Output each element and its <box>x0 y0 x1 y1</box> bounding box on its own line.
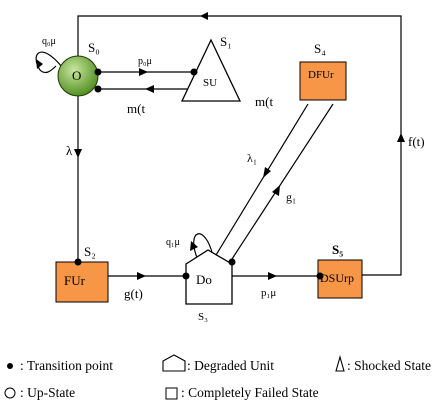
state-s0-id: S₀ <box>88 40 100 55</box>
label-m-t-upper: m(t <box>255 94 273 109</box>
label-m-t-lower: m(t <box>127 101 145 116</box>
label-g-t: g(t) <box>124 286 143 301</box>
loop-line-f <box>77 15 402 276</box>
label-q1mu: q₁μ <box>166 237 180 248</box>
legend-shocked-state-label: : Shocked State <box>347 358 431 373</box>
legend-degraded-unit-icon <box>162 354 186 372</box>
label-lambda1: λ₁ <box>247 151 257 165</box>
transition-point <box>74 258 82 266</box>
state-s2-failed-box <box>55 261 109 303</box>
transition-point <box>190 68 198 76</box>
legend-degraded-unit-label: : Degraded Unit <box>187 358 274 373</box>
arrow-q0mu <box>36 59 43 69</box>
arrow-m-t <box>145 85 154 93</box>
arrow-f <box>397 133 405 142</box>
state-s0-label: O <box>72 68 81 83</box>
state-s3-id: S₃ <box>198 311 208 323</box>
transition-point <box>228 258 236 266</box>
state-s1-label: SU <box>203 77 217 89</box>
legend-up-state-label: : Up-State <box>20 385 76 400</box>
arrow-g-t <box>137 272 146 280</box>
state-s4-failed-box <box>299 61 347 101</box>
state-s1-id: S₁ <box>220 34 232 49</box>
state-s0-up-circle <box>57 55 99 97</box>
transition-point <box>316 272 324 280</box>
transition-point <box>182 272 190 280</box>
label-p1mu: p₁μ <box>261 287 276 299</box>
label-q0mu: q₀μ <box>42 36 56 47</box>
self-loop-q1mu <box>193 233 214 261</box>
arrow-lambda <box>74 149 82 158</box>
state-s2-label: FUr <box>64 273 86 288</box>
line-g1 <box>231 103 334 260</box>
legend-transition-point-label: : Transition point <box>20 358 114 373</box>
arrow-p1mu <box>268 272 277 280</box>
arrow-p0mu <box>139 68 148 76</box>
legend-transition-point-icon <box>7 363 13 369</box>
legend-up-state-icon <box>4 387 16 399</box>
self-loop-q0mu <box>35 51 63 74</box>
state-s3-degraded-pentagon <box>185 249 233 305</box>
legend-failed-state-icon <box>165 387 178 400</box>
legend-failed-state-label: : Completely Failed State <box>181 385 319 400</box>
label-p0mu: p₀μ <box>138 56 152 67</box>
arrow-top-left <box>200 12 208 20</box>
state-s5-failed-box <box>317 259 363 299</box>
state-s2-id: S₂ <box>84 244 96 259</box>
state-s1-shocked-triangle <box>180 38 242 102</box>
legend-shocked-state-icon <box>335 354 345 372</box>
line-lambda1 <box>215 103 309 256</box>
state-s5-id: S₅ <box>332 242 343 257</box>
arrow-g1 <box>272 185 280 196</box>
state-s4-id: S₄ <box>314 41 326 56</box>
label-f-t: f(t) <box>408 134 425 149</box>
arrow-lambda1 <box>263 167 271 178</box>
transition-point <box>94 68 102 76</box>
label-g1: g₁ <box>286 190 296 204</box>
state-s3-label: Do <box>196 272 212 287</box>
label-lambda: λ <box>66 143 73 158</box>
transition-point <box>94 85 102 93</box>
state-s5-label: DSUrp <box>320 271 354 285</box>
state-s4-label: DFUr <box>308 69 334 81</box>
arrow-q1mu <box>190 241 198 251</box>
